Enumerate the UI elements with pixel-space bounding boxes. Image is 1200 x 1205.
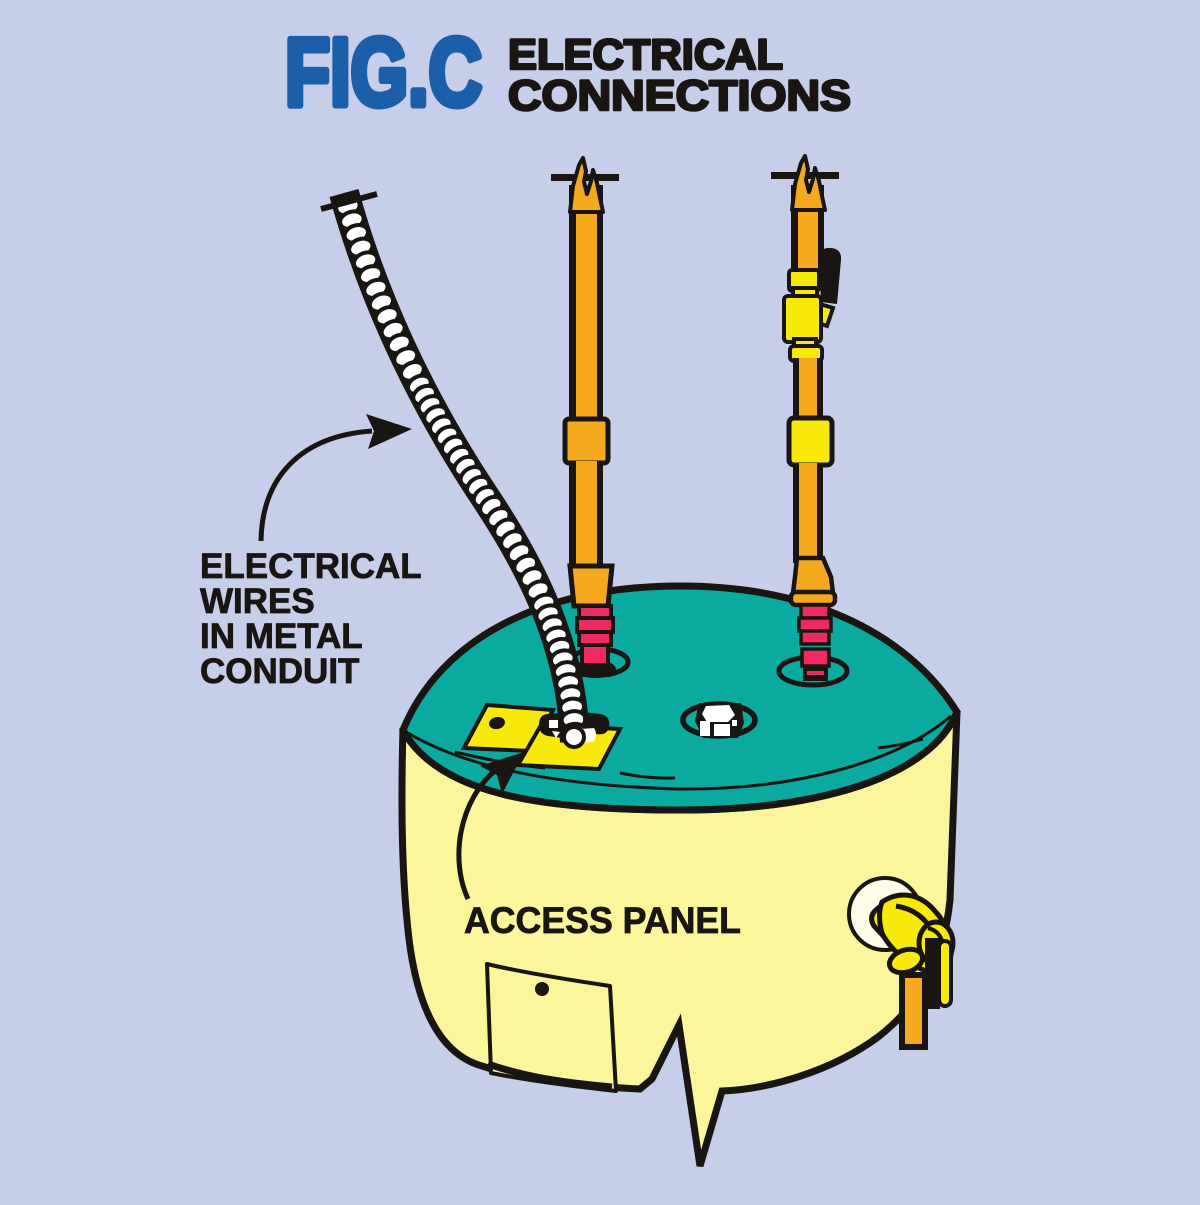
svg-text:CONDUIT: CONDUIT	[200, 652, 359, 691]
svg-text:ELECTRICAL: ELECTRICAL	[508, 31, 783, 79]
svg-text:FIG.C: FIG.C	[285, 19, 482, 126]
svg-text:ACCESS PANEL: ACCESS PANEL	[464, 900, 741, 941]
svg-text:ELECTRICAL: ELECTRICAL	[200, 547, 422, 586]
svg-text:IN METAL: IN METAL	[200, 617, 363, 656]
svg-text:CONNECTIONS: CONNECTIONS	[508, 72, 851, 120]
svg-text:WIRES: WIRES	[200, 582, 315, 621]
